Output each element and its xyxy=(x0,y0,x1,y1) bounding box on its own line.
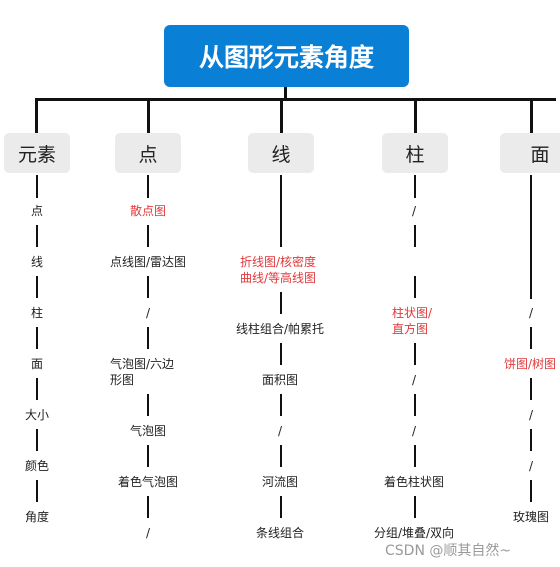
connector-line xyxy=(280,292,282,314)
list-item: 角度 xyxy=(24,510,50,524)
connector-line xyxy=(414,445,416,467)
list-item-highlight: 散点图 xyxy=(129,204,167,218)
list-item: 颜色 xyxy=(24,459,50,473)
connector-line xyxy=(147,225,149,247)
list-item: 着色柱状图 xyxy=(383,475,445,489)
connector-line xyxy=(414,276,416,298)
list-item: 玫瑰图 xyxy=(512,510,550,524)
list-item: 分组/堆叠/双向 xyxy=(373,526,455,540)
connector-line xyxy=(530,175,532,299)
connector-line xyxy=(147,445,149,467)
horizontal-connector xyxy=(36,98,556,101)
watermark: CSDN @顺其自然~ xyxy=(385,543,512,559)
connector-line xyxy=(36,327,38,349)
list-item: / xyxy=(528,306,534,320)
list-item: 线柱组合/帕累托 xyxy=(235,322,325,336)
header-connector-2 xyxy=(147,98,150,133)
connector-line xyxy=(36,175,38,198)
list-item: 柱 xyxy=(30,306,44,320)
column-header-line: 线 xyxy=(248,133,314,173)
diagram-title: 从图形元素角度 xyxy=(164,25,409,87)
list-item-highlight: 柱状图/ 直方图 xyxy=(391,306,433,336)
list-item: 河流图 xyxy=(261,475,299,489)
column-header-bar: 柱 xyxy=(382,133,448,173)
connector-line xyxy=(414,225,416,247)
connector-line xyxy=(36,429,38,451)
connector-line xyxy=(280,496,282,518)
connector-line xyxy=(147,394,149,416)
column-header-point: 点 xyxy=(115,133,181,173)
connector-line xyxy=(530,327,532,349)
connector-line xyxy=(36,378,38,400)
connector-line xyxy=(414,394,416,416)
connector-line xyxy=(36,480,38,502)
connector-line xyxy=(414,175,416,198)
column-header-elements: 元素 xyxy=(4,133,70,173)
list-item: / xyxy=(145,526,151,540)
list-item-highlight: 折线图/核密度 曲线/等高线图 xyxy=(239,255,317,285)
list-item: / xyxy=(528,459,534,473)
connector-line xyxy=(147,175,149,198)
list-item: / xyxy=(277,424,283,438)
connector-line xyxy=(530,480,532,502)
connector-line xyxy=(414,343,416,365)
connector-line xyxy=(280,445,282,467)
list-item: 条线组合 xyxy=(255,526,305,540)
list-item: 气泡图 xyxy=(129,424,167,438)
header-connector-1 xyxy=(35,98,38,133)
connector-line xyxy=(280,394,282,416)
list-item: / xyxy=(528,408,534,422)
column-header-area: 面 xyxy=(500,133,560,173)
list-item: / xyxy=(411,373,417,387)
list-item: 面 xyxy=(30,357,44,371)
list-item: 线 xyxy=(30,255,44,269)
list-item: 面积图 xyxy=(261,373,299,387)
list-item: 点线图/雷达图 xyxy=(109,255,187,269)
connector-line xyxy=(147,276,149,298)
header-connector-4 xyxy=(414,98,417,133)
list-item-highlight: 饼图/树图 xyxy=(503,357,557,371)
list-item: / xyxy=(145,306,151,320)
connector-line xyxy=(414,496,416,518)
connector-line xyxy=(530,429,532,451)
connector-line xyxy=(36,225,38,247)
header-connector-5 xyxy=(530,98,533,133)
connector-line xyxy=(530,378,532,400)
list-item: / xyxy=(411,424,417,438)
connector-line xyxy=(147,327,149,349)
connector-line xyxy=(280,343,282,365)
list-item: / xyxy=(411,204,417,218)
list-item: 大小 xyxy=(24,408,50,422)
title-connector xyxy=(284,87,287,100)
connector-line xyxy=(280,175,282,247)
list-item: 点 xyxy=(30,204,44,218)
connector-line xyxy=(147,496,149,518)
connector-line xyxy=(36,276,38,298)
header-connector-3 xyxy=(280,98,283,133)
list-item: 气泡图/六边 形图 xyxy=(109,357,175,387)
list-item: 着色气泡图 xyxy=(117,475,179,489)
